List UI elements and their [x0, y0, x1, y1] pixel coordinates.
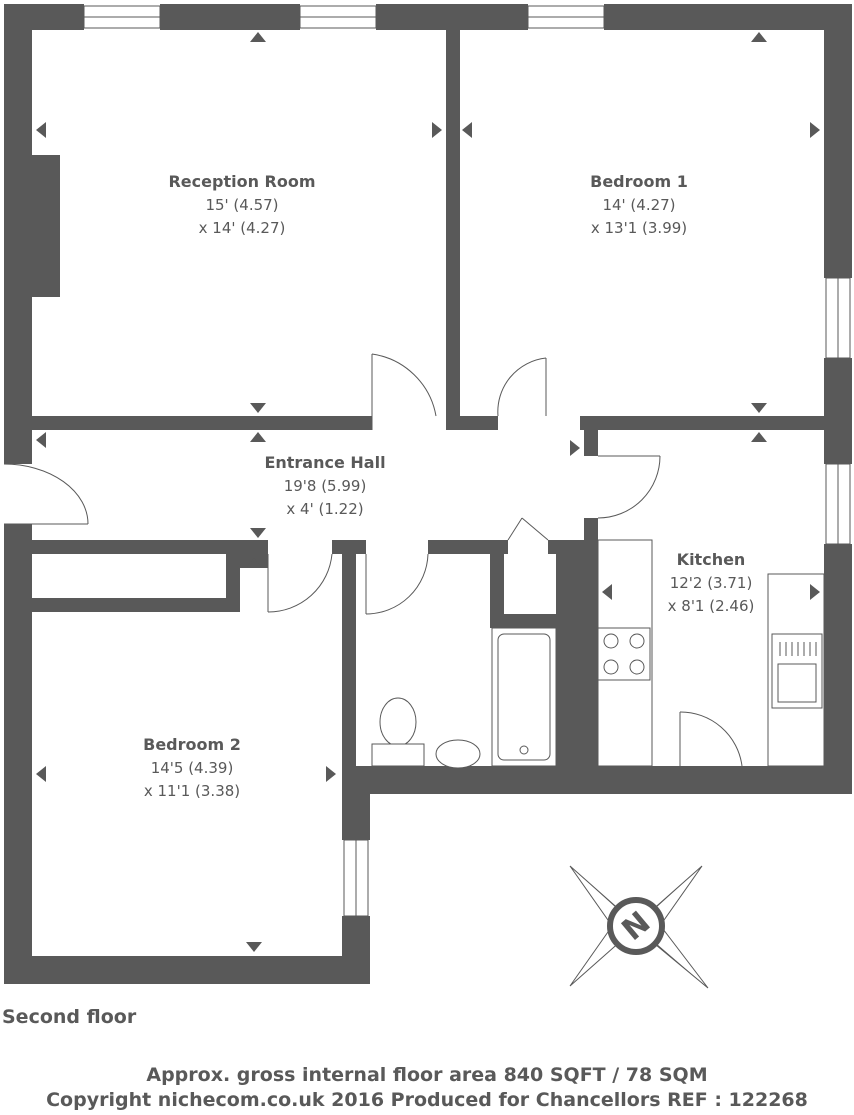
room-name: Kitchen	[677, 550, 746, 569]
area-summary: Approx. gross internal floor area 840 SQ…	[146, 1064, 708, 1086]
room-dimension: 14' (4.27)	[602, 196, 675, 214]
room-dimension: 19'8 (5.99)	[284, 477, 367, 495]
dimension-markers	[36, 32, 820, 952]
interior-walls	[32, 30, 824, 766]
room-dimension: 15' (4.57)	[205, 196, 278, 214]
room-name: Bedroom 2	[143, 735, 241, 754]
room-dimension: x 14' (4.27)	[199, 219, 286, 237]
room-dimension: 12'2 (3.71)	[670, 574, 753, 592]
exterior-walls	[4, 4, 852, 984]
room-dimension: x 11'1 (3.38)	[144, 782, 240, 800]
room-dimension: x 8'1 (2.46)	[668, 597, 755, 615]
room-name: Reception Room	[168, 172, 315, 191]
room-dimension: x 4' (1.22)	[286, 500, 363, 518]
bathroom-fixtures	[371, 627, 557, 769]
room-name: Entrance Hall	[264, 453, 385, 472]
copyright-line: Copyright nichecom.co.uk 2016 Produced f…	[46, 1089, 808, 1111]
wardrobe-sliding-doors	[48, 541, 210, 551]
room-reception: Reception Room 15' (4.57) x 14' (4.27)	[168, 172, 315, 237]
room-kitchen: Kitchen 12'2 (3.71) x 8'1 (2.46)	[668, 550, 755, 615]
door-swings	[3, 353, 743, 767]
compass-rose-icon: N	[569, 865, 709, 989]
kitchen-fixtures	[597, 539, 825, 767]
room-bedroom1: Bedroom 1 14' (4.27) x 13'1 (3.99)	[590, 172, 688, 237]
room-entrance-hall: Entrance Hall 19'8 (5.99) x 4' (1.22)	[264, 453, 385, 518]
room-dimension: x 13'1 (3.99)	[591, 219, 687, 237]
room-bedroom2: Bedroom 2 14'5 (4.39) x 11'1 (3.38)	[143, 735, 241, 800]
room-name: Bedroom 1	[590, 172, 688, 191]
floor-label: Second floor	[2, 1006, 137, 1028]
room-dimension: 14'5 (4.39)	[151, 759, 234, 777]
